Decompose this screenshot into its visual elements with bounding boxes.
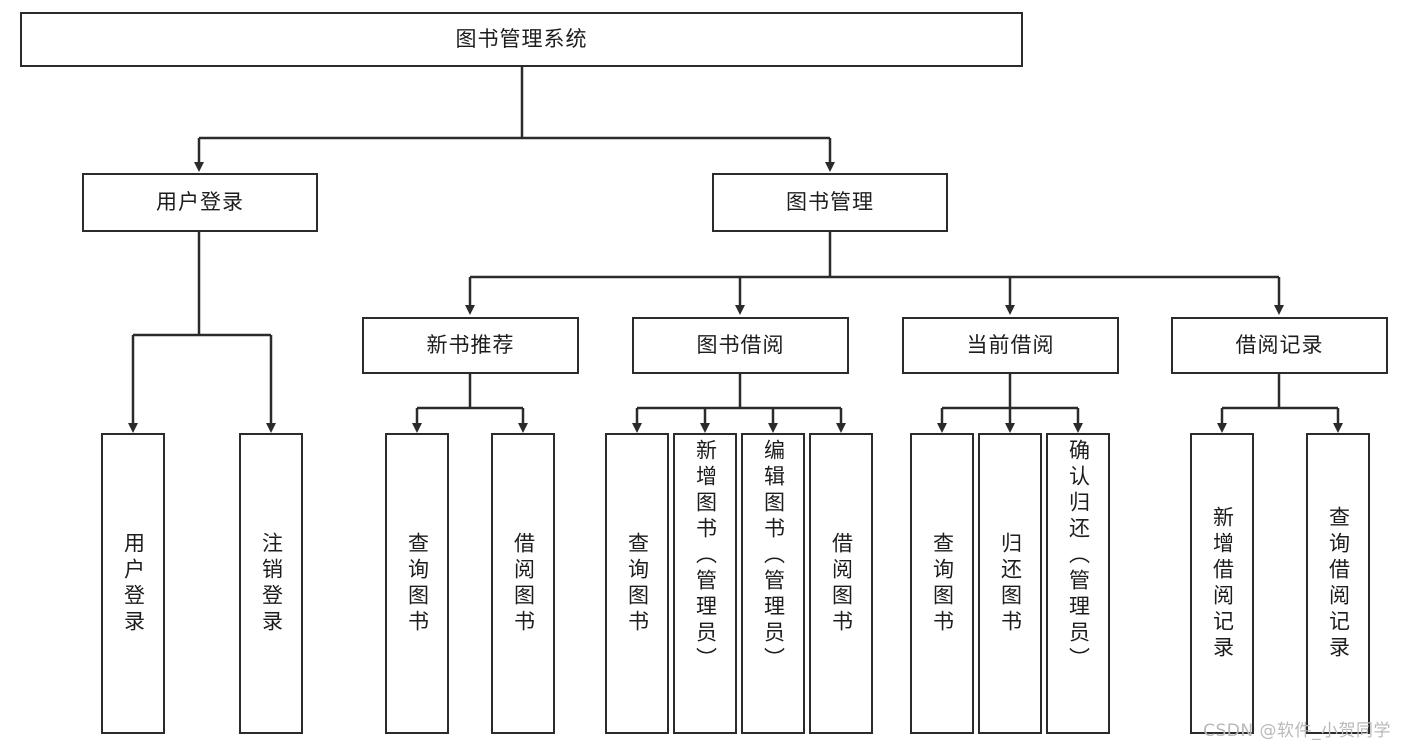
node-borrow-records[interactable]: 借阅记录 [1171,317,1388,374]
node-book-management[interactable]: 图书管理 [712,173,948,232]
leaf-borrow-borrow-book-label: 借阅图书 [829,531,854,636]
node-root[interactable]: 图书管理系统 [20,12,1023,67]
leaf-recommend-query-book[interactable]: 查询图书 [385,433,449,734]
node-borrow-records-label: 借阅记录 [1235,333,1324,358]
csdn-watermark: CSDN @软件_小贺同学 [1203,721,1391,741]
leaf-borrow-add-book[interactable]: 新增图书（管理员） [673,433,737,734]
leaf-current-return-book[interactable]: 归还图书 [978,433,1042,734]
leaf-current-confirm-return-label: 确认归还（管理员） [1066,439,1091,673]
leaf-current-return-book-label: 归还图书 [998,531,1023,636]
leaf-borrow-edit-book[interactable]: 编辑图书（管理员） [741,433,805,734]
leaf-current-query-book-label: 查询图书 [930,531,955,636]
node-book-management-label: 图书管理 [786,190,874,215]
node-user-login-label: 用户登录 [156,190,244,215]
leaf-borrow-query-book[interactable]: 查询图书 [605,433,669,734]
leaf-borrow-borrow-book[interactable]: 借阅图书 [809,433,873,734]
leaf-records-add-record[interactable]: 新增借阅记录 [1190,433,1254,734]
leaf-user-login-logout-label: 注销登录 [259,531,284,636]
leaf-recommend-borrow-book-label: 借阅图书 [511,531,536,636]
node-book-borrow-label: 图书借阅 [696,333,785,358]
leaf-recommend-query-book-label: 查询图书 [405,531,430,636]
node-new-book-recommend-label: 新书推荐 [426,333,515,358]
leaf-current-query-book[interactable]: 查询图书 [910,433,974,734]
node-new-book-recommend[interactable]: 新书推荐 [362,317,579,374]
node-user-login[interactable]: 用户登录 [82,173,318,232]
leaf-borrow-edit-book-label: 编辑图书（管理员） [761,439,786,673]
leaf-records-query-record[interactable]: 查询借阅记录 [1306,433,1370,734]
node-root-label: 图书管理系统 [455,27,588,52]
leaf-records-query-record-label: 查询借阅记录 [1326,505,1351,662]
leaf-borrow-query-book-label: 查询图书 [625,531,650,636]
node-current-borrow[interactable]: 当前借阅 [902,317,1119,374]
leaf-records-add-record-label: 新增借阅记录 [1210,505,1235,662]
leaf-borrow-add-book-label: 新增图书（管理员） [693,439,718,673]
leaf-user-login-logout[interactable]: 注销登录 [239,433,303,734]
leaf-recommend-borrow-book[interactable]: 借阅图书 [491,433,555,734]
node-book-borrow[interactable]: 图书借阅 [632,317,849,374]
leaf-current-confirm-return[interactable]: 确认归还（管理员） [1046,433,1110,734]
node-current-borrow-label: 当前借阅 [966,333,1055,358]
leaf-user-login-login-label: 用户登录 [121,531,146,636]
leaf-user-login-login[interactable]: 用户登录 [101,433,165,734]
